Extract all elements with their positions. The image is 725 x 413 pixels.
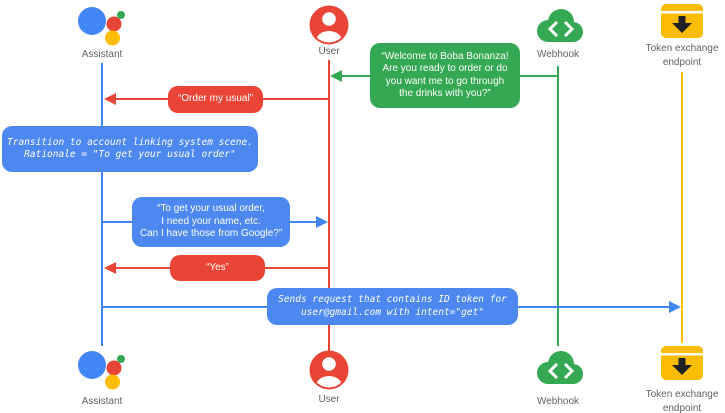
welcome-message-bubble: “Welcome to Boba Bonanza! Are you ready …	[370, 43, 520, 108]
assistant-icon	[74, 2, 130, 55]
user-lifeline	[328, 60, 330, 351]
token-endpoint-label-line1: Token exchange	[645, 389, 719, 400]
token-endpoint-label-line2: endpoint	[662, 57, 702, 68]
webhook-label: Webhook	[536, 396, 580, 407]
webhook-icon	[528, 5, 590, 52]
assistant-label: Assistant	[81, 49, 123, 60]
ask-google-arrowhead-icon	[316, 216, 328, 228]
assistant-label: Assistant	[81, 396, 123, 407]
assistant-lifeline	[101, 63, 103, 346]
token-endpoint-icon	[660, 4, 704, 45]
yes-arrowhead-icon	[104, 262, 116, 274]
ask-google-bubble: “To get your usual order, I need your na…	[132, 197, 290, 247]
token-endpoint-label-line1: Token exchange	[645, 43, 719, 54]
welcome-arrowhead-icon	[330, 70, 342, 82]
send-request-arrowhead-icon	[669, 301, 681, 313]
user-label: User	[318, 46, 340, 57]
token-endpoint-label-line2: endpoint	[662, 403, 702, 413]
user-label: User	[318, 394, 340, 405]
token-endpoint-icon	[660, 346, 704, 387]
send-request-bubble: Sends request that contains ID token for…	[267, 288, 518, 325]
order-usual-bubble: “Order my usual”	[168, 86, 263, 113]
token-endpoint-lifeline	[681, 72, 683, 343]
order-usual-arrowhead-icon	[104, 93, 116, 105]
yes-bubble: “Yes”	[170, 255, 265, 281]
user-icon	[307, 3, 351, 52]
user-icon	[307, 348, 351, 397]
webhook-icon	[528, 347, 590, 394]
assistant-icon	[74, 346, 130, 399]
webhook-label: Webhook	[536, 49, 580, 60]
webhook-lifeline	[557, 66, 559, 346]
transition-note: Transition to account linking system sce…	[2, 126, 258, 172]
